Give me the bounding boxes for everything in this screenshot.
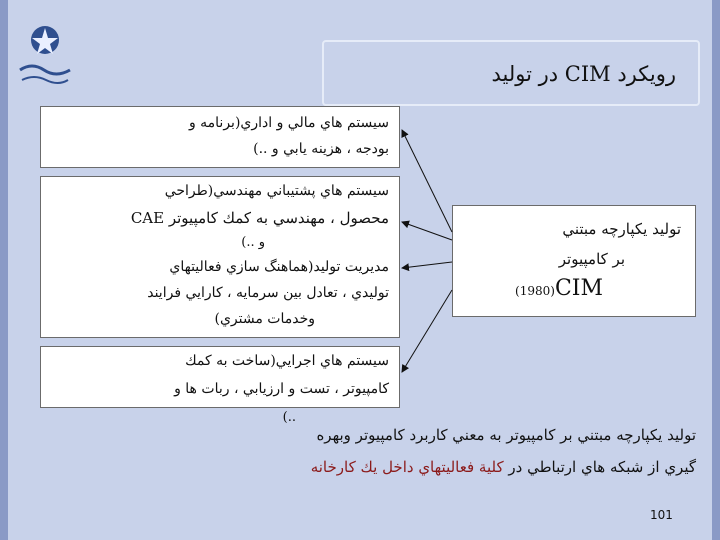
bottom-text-line-2-black: گيري از شبكه هاي ارتباطي در (508, 458, 696, 476)
engineering-support-line-2: محصول ، مهندسي به كمك كامپيوتر CAE (130, 209, 389, 227)
cim-box-line-3: (1980)CIM (515, 276, 603, 301)
cim-box-line-2: بر كامپيوتر (558, 250, 625, 268)
engineering-support-box: سيستم هاي پشتيباني مهندسي(طراحي محصول ، … (40, 176, 400, 338)
university-logo (14, 18, 76, 96)
cim-box: توليد يكپارچه مبتني بر كامپيوتر (1980)CI… (452, 205, 696, 317)
execution-systems-line-1: سيستم هاي اجرايي(ساخت به كمك (185, 353, 389, 369)
production-management-line-1: مديريت توليد(هماهنگ سازي فعاليتهاي (169, 259, 389, 275)
engineering-support-line-3: و ..) (241, 235, 265, 250)
cim-acronym: CIM (554, 276, 603, 301)
admin-systems-box: سيستم هاي مالي و اداري(برنامه و بودجه ، … (40, 106, 400, 168)
cim-year: (1980) (515, 284, 555, 298)
bottom-text-line-2-red: كلية فعاليتهاي داخل يك كارخانه (310, 458, 504, 476)
execution-systems-box: سيستم هاي اجرايي(ساخت به كمك كامپيوتر ، … (40, 346, 400, 408)
page-number: 101 (650, 508, 673, 522)
production-management-line-2: توليدي ، تعادل بين سرمايه ، كارايي فراين… (147, 285, 389, 301)
bottom-text-line-1: توليد يكپارچه مبتني بر كامپيوتر به معني … (316, 426, 696, 444)
slide-title: رويكرد CIM در توليد (491, 62, 676, 86)
title-box: رويكرد CIM در توليد (322, 40, 700, 106)
logo-emblem-icon (19, 26, 71, 84)
admin-systems-line-2: بودجه ، هزينه يابي و ..) (253, 141, 389, 157)
bottom-text-line-2: گيري از شبكه هاي ارتباطي در كلية فعاليته… (311, 458, 696, 476)
execution-systems-tail: ..) (282, 410, 296, 425)
admin-systems-line-1: سيستم هاي مالي و اداري(برنامه و (188, 115, 389, 131)
execution-systems-line-2: كامپيوتر ، تست و ارزيابي ، ربات ها و (174, 381, 389, 397)
engineering-support-line-1: سيستم هاي پشتيباني مهندسي(طراحي (164, 183, 389, 199)
production-management-line-3: وخدمات مشتري) (214, 311, 315, 327)
cim-box-line-1: توليد يكپارچه مبتني (562, 220, 681, 238)
